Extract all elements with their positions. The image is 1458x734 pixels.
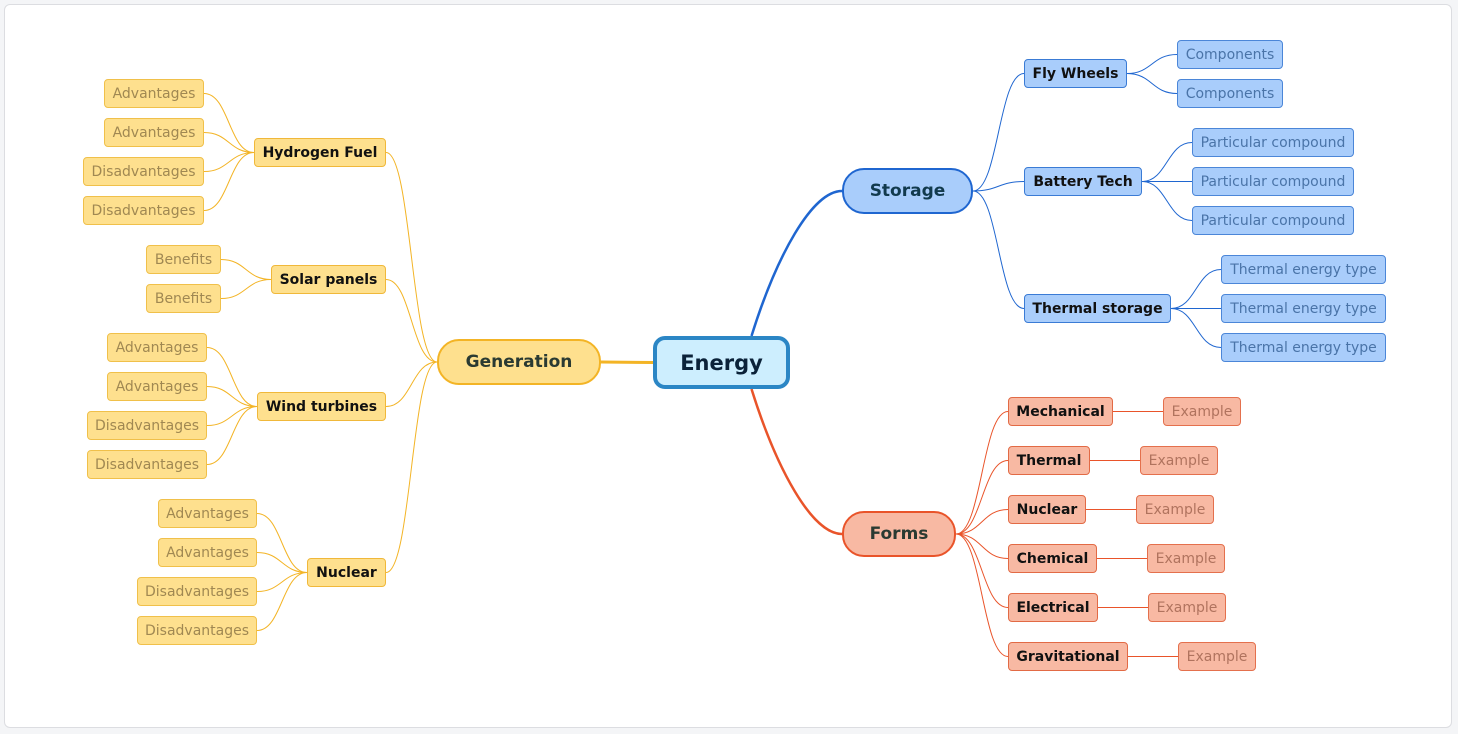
- leaf-particular-compound[interactable]: Particular compound: [1192, 206, 1354, 235]
- topic-nuclear[interactable]: Nuclear: [307, 558, 386, 587]
- leaf-advantages[interactable]: Advantages: [158, 499, 257, 528]
- branch-generation[interactable]: Generation: [437, 339, 601, 385]
- topic-hydrogen-fuel[interactable]: Hydrogen Fuel: [254, 138, 386, 167]
- topic-fly-wheels[interactable]: Fly Wheels: [1024, 59, 1127, 88]
- topic-electrical[interactable]: Electrical: [1008, 593, 1098, 622]
- leaf-disadvantages[interactable]: Disadvantages: [87, 450, 207, 479]
- leaf-example[interactable]: Example: [1163, 397, 1241, 426]
- leaf-advantages[interactable]: Advantages: [107, 372, 207, 401]
- leaf-benefits[interactable]: Benefits: [146, 245, 221, 274]
- leaf-disadvantages[interactable]: Disadvantages: [83, 157, 204, 186]
- leaf-example[interactable]: Example: [1136, 495, 1214, 524]
- leaf-disadvantages[interactable]: Disadvantages: [87, 411, 207, 440]
- root-topic-energy[interactable]: Energy: [653, 336, 790, 389]
- branch-storage[interactable]: Storage: [842, 168, 973, 214]
- leaf-advantages[interactable]: Advantages: [107, 333, 207, 362]
- leaf-disadvantages[interactable]: Disadvantages: [137, 616, 257, 645]
- leaf-example[interactable]: Example: [1178, 642, 1256, 671]
- leaf-example[interactable]: Example: [1147, 544, 1225, 573]
- leaf-advantages[interactable]: Advantages: [104, 118, 204, 147]
- leaf-example[interactable]: Example: [1140, 446, 1218, 475]
- leaf-example[interactable]: Example: [1148, 593, 1226, 622]
- topic-solar-panels[interactable]: Solar panels: [271, 265, 386, 294]
- leaf-disadvantages[interactable]: Disadvantages: [83, 196, 204, 225]
- leaf-advantages[interactable]: Advantages: [158, 538, 257, 567]
- leaf-thermal-energy-type[interactable]: Thermal energy type: [1221, 333, 1386, 362]
- leaf-particular-compound[interactable]: Particular compound: [1192, 167, 1354, 196]
- topic-battery-tech[interactable]: Battery Tech: [1024, 167, 1142, 196]
- branch-forms[interactable]: Forms: [842, 511, 956, 557]
- topic-thermal[interactable]: Thermal: [1008, 446, 1090, 475]
- topic-wind-turbines[interactable]: Wind turbines: [257, 392, 386, 421]
- topic-chemical[interactable]: Chemical: [1008, 544, 1097, 573]
- leaf-thermal-energy-type[interactable]: Thermal energy type: [1221, 255, 1386, 284]
- leaf-disadvantages[interactable]: Disadvantages: [137, 577, 257, 606]
- topic-mechanical[interactable]: Mechanical: [1008, 397, 1113, 426]
- leaf-components[interactable]: Components: [1177, 79, 1283, 108]
- leaf-advantages[interactable]: Advantages: [104, 79, 204, 108]
- leaf-thermal-energy-type[interactable]: Thermal energy type: [1221, 294, 1386, 323]
- topic-nuclear-form[interactable]: Nuclear: [1008, 495, 1086, 524]
- leaf-benefits[interactable]: Benefits: [146, 284, 221, 313]
- topic-gravitational[interactable]: Gravitational: [1008, 642, 1128, 671]
- leaf-components[interactable]: Components: [1177, 40, 1283, 69]
- topic-thermal-storage[interactable]: Thermal storage: [1024, 294, 1171, 323]
- leaf-particular-compound[interactable]: Particular compound: [1192, 128, 1354, 157]
